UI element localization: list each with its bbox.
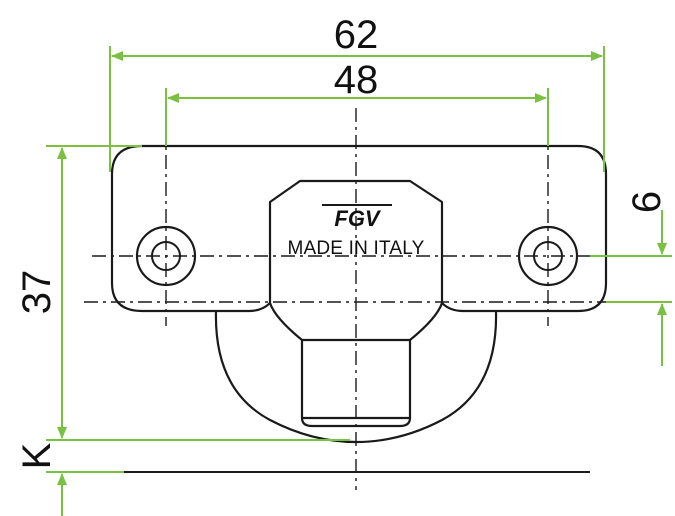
- hinge-outline: [110, 144, 608, 444]
- dim-label-62: 62: [334, 13, 379, 57]
- dim-label-37: 37: [15, 270, 59, 315]
- hinge-arm: [300, 338, 412, 428]
- made-in-italy-marking: MADE IN ITALY: [287, 238, 424, 259]
- centerlines: [84, 108, 636, 490]
- dim-label-48: 48: [334, 58, 379, 102]
- mounting-plate: [110, 144, 608, 313]
- dim-label-6: 6: [625, 191, 669, 213]
- dim-label-k: K: [15, 442, 59, 469]
- body-lower-left: [268, 302, 303, 341]
- body-lower-right: [409, 302, 444, 341]
- logo-text: FGV: [334, 206, 382, 231]
- manufacturer-logo: FGV: [322, 204, 392, 231]
- dimensions: [46, 46, 672, 516]
